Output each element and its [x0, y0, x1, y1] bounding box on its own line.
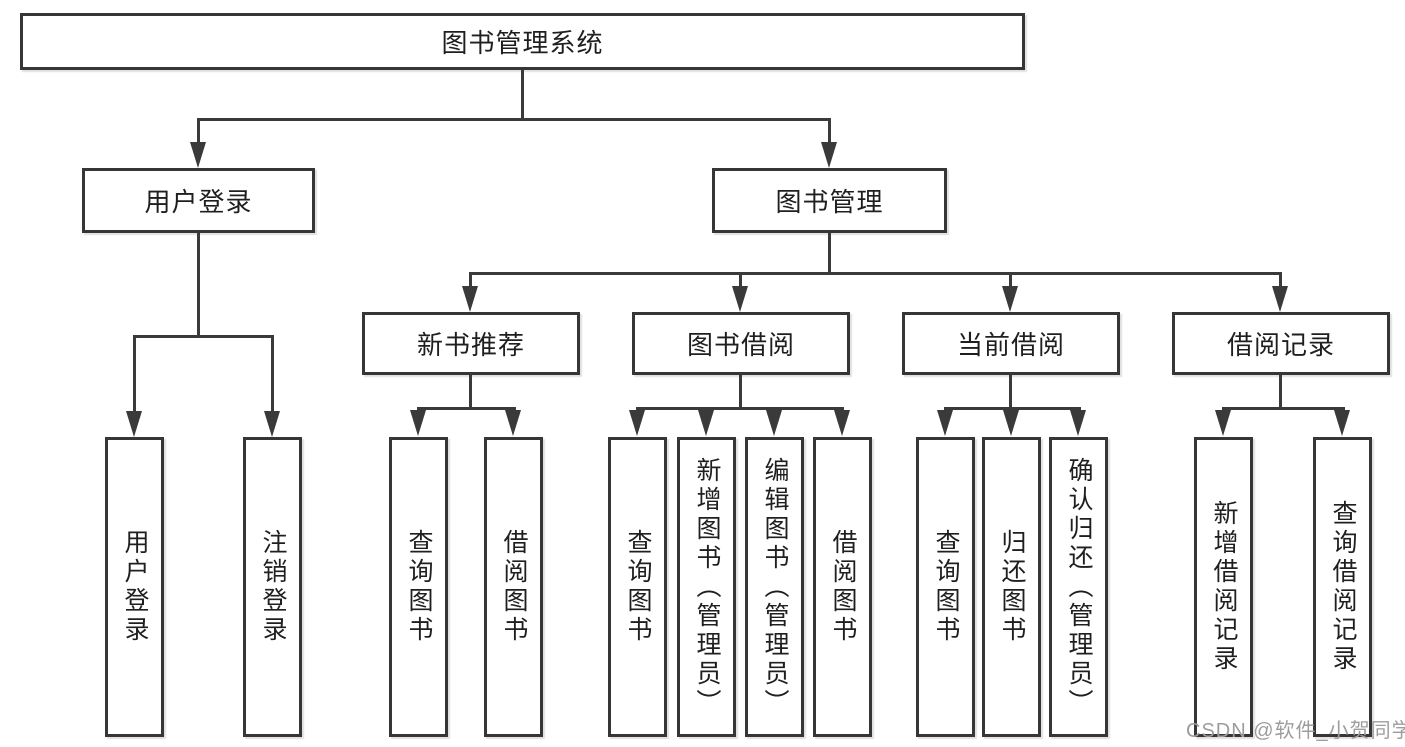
- connector-stem: [1279, 272, 1282, 290]
- node-library-management-system: 图书管理系统: [20, 13, 1025, 70]
- connector-stem: [828, 233, 831, 275]
- node-label: 注销登录: [259, 529, 287, 645]
- node-label: 用户登录: [144, 187, 253, 217]
- node-label: 图书借阅: [686, 330, 795, 360]
- arrow-down-icon: [1215, 410, 1231, 436]
- connector-split: [417, 407, 516, 410]
- leaf-add-borrow-record: 新增借阅记录: [1194, 437, 1253, 737]
- leaf-user-login: 用户登录: [105, 437, 164, 737]
- node-label: 借阅图书: [829, 529, 857, 645]
- arrow-down-icon: [505, 410, 521, 436]
- node-label: 确认归还（管理员）: [1065, 456, 1093, 718]
- node-new-book-recommendation: 新书推荐: [362, 312, 580, 375]
- connector-stem: [133, 335, 136, 413]
- leaf-query-books-recommend: 查询图书: [389, 437, 448, 737]
- arrow-down-icon: [1272, 286, 1288, 312]
- node-label: 借阅记录: [1226, 330, 1335, 360]
- leaf-add-book-admin: 新增图书（管理员）: [677, 437, 736, 737]
- leaf-query-books-current: 查询图书: [916, 437, 975, 737]
- node-label: 查询图书: [624, 529, 652, 645]
- connector-stem: [739, 375, 742, 410]
- node-label: 编辑图书（管理员）: [761, 456, 789, 718]
- node-label: 新书推荐: [416, 330, 525, 360]
- arrow-down-icon: [190, 142, 206, 168]
- arrow-down-icon: [698, 410, 714, 436]
- leaf-borrow-books-borrowing: 借阅图书: [813, 437, 872, 737]
- leaf-borrow-books-recommend: 借阅图书: [484, 437, 543, 737]
- arrow-down-icon: [821, 142, 837, 168]
- node-current-borrowing: 当前借阅: [902, 312, 1120, 375]
- leaf-confirm-return-admin: 确认归还（管理员）: [1049, 437, 1108, 737]
- arrow-down-icon: [462, 286, 478, 312]
- node-label: 新增图书（管理员）: [693, 456, 721, 718]
- node-label: 用户登录: [121, 529, 149, 645]
- leaf-query-books-borrowing: 查询图书: [608, 437, 667, 737]
- connector-stem: [828, 118, 831, 146]
- arrow-down-icon: [629, 410, 645, 436]
- arrow-down-icon: [1070, 410, 1086, 436]
- connector-stem: [1009, 375, 1012, 410]
- leaf-query-borrow-record: 查询借阅记录: [1313, 437, 1372, 737]
- arrow-down-icon: [732, 286, 748, 312]
- connector-split: [1222, 407, 1345, 410]
- node-label: 借阅图书: [500, 529, 528, 645]
- connector-root-split: [197, 118, 831, 121]
- arrow-down-icon: [264, 411, 280, 437]
- arrow-down-icon: [1003, 410, 1019, 436]
- node-user-login: 用户登录: [82, 168, 315, 233]
- connector-stem: [1009, 272, 1012, 290]
- arrow-down-icon: [766, 410, 782, 436]
- connector-split: [636, 407, 844, 410]
- node-label: 查询图书: [932, 529, 960, 645]
- arrow-down-icon: [126, 411, 142, 437]
- csdn-watermark: CSDN @软件_小贺同学: [1186, 720, 1405, 742]
- arrow-down-icon: [410, 410, 426, 436]
- connector-stem: [197, 233, 200, 335]
- connector-split: [944, 407, 1081, 410]
- connector-stem: [469, 375, 472, 410]
- connector-split: [469, 272, 1282, 275]
- node-label: 归还图书: [998, 529, 1026, 645]
- leaf-return-book: 归还图书: [982, 437, 1041, 737]
- connector-stem: [469, 272, 472, 290]
- arrow-down-icon: [1334, 410, 1350, 436]
- node-label: 查询图书: [405, 529, 433, 645]
- arrow-down-icon: [834, 410, 850, 436]
- node-label: 新增借阅记录: [1210, 500, 1238, 674]
- connector-stem: [739, 272, 742, 290]
- connector-split: [133, 335, 274, 338]
- node-label: 查询借阅记录: [1329, 500, 1357, 674]
- node-label: 当前借阅: [956, 330, 1065, 360]
- connector-stem: [271, 335, 274, 413]
- node-book-borrowing: 图书借阅: [632, 312, 850, 375]
- connector-stem: [197, 118, 200, 146]
- node-label: 图书管理系统: [441, 28, 604, 58]
- connector-root-stem: [521, 70, 524, 118]
- arrow-down-icon: [937, 410, 953, 436]
- leaf-logout: 注销登录: [243, 437, 302, 737]
- leaf-edit-book-admin: 编辑图书（管理员）: [745, 437, 804, 737]
- arrow-down-icon: [1002, 286, 1018, 312]
- node-label: 图书管理: [775, 187, 884, 217]
- connector-stem: [1279, 375, 1282, 410]
- node-borrowing-records: 借阅记录: [1172, 312, 1390, 375]
- node-book-management: 图书管理: [712, 168, 947, 233]
